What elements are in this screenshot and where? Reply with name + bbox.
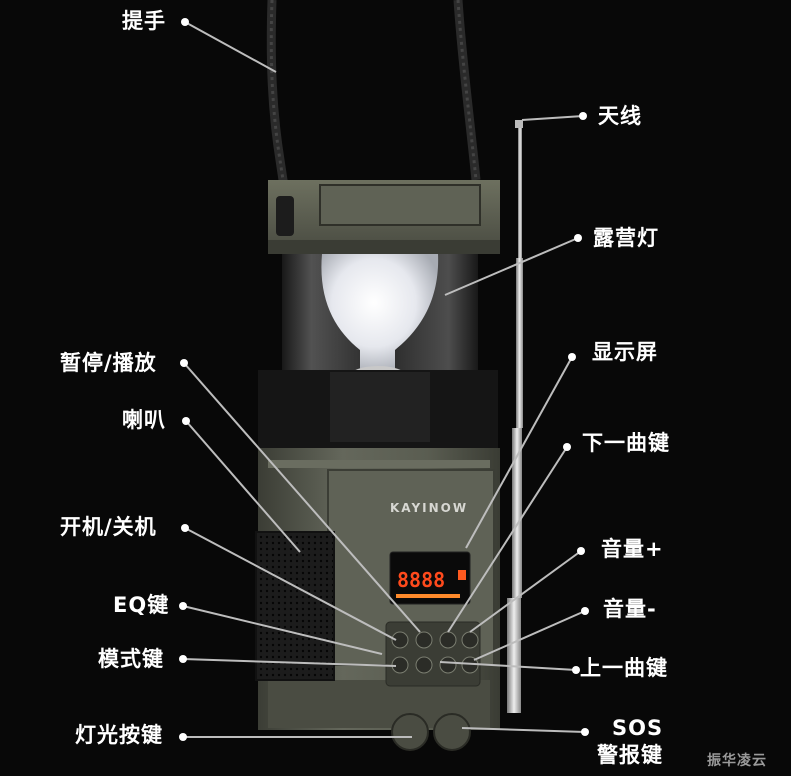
control-panel [385,621,481,687]
display-screen: 8888 [389,551,471,605]
brand-text: KAYINOW [390,501,468,515]
speaker-grill [255,531,335,681]
label-pause-play: 暂停/播放 [60,351,157,375]
handle-rope-right [453,0,481,181]
label-prev-track: 上一曲键 [580,656,668,680]
label-handle: 提手 [122,9,166,33]
watermark: 振华凌云 [707,753,767,769]
label-camp-light: 露营灯 [593,226,659,250]
sos-button-shape [433,713,471,751]
label-sos-line1: SOS [612,716,664,740]
label-next-track: 下一曲键 [582,431,670,455]
label-power: 开机/关机 [60,515,157,539]
label-speaker: 喇叭 [122,408,166,432]
antenna [507,120,523,713]
label-display: 显示屏 [592,340,658,364]
label-light-button: 灯光按键 [75,723,163,747]
display-digits: 8888 [397,568,445,592]
callout-lines [179,18,589,741]
label-antenna: 天线 [598,104,642,128]
label-volume-down: 音量- [603,597,657,621]
top-cap [268,180,500,254]
label-eq: EQ键 [113,593,170,617]
label-sos-line2: 警报键 [597,743,663,767]
light-button-shape [391,713,429,751]
label-mode: 模式键 [98,647,164,671]
label-volume-up: 音量+ [601,537,664,561]
